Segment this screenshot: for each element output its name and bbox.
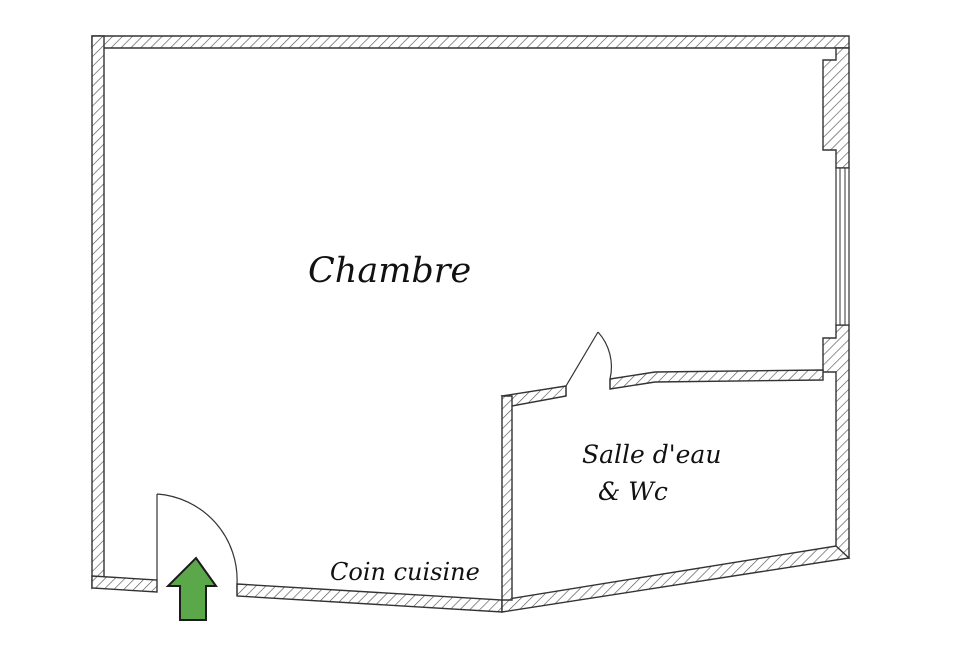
door-bathroom bbox=[565, 331, 613, 396]
wall-left bbox=[91, 35, 105, 590]
wall-right-lower bbox=[822, 324, 850, 559]
outer-walls bbox=[91, 35, 851, 613]
label-salle-deau: Salle d'eau bbox=[582, 440, 721, 469]
wall-bottom-middle bbox=[236, 583, 503, 613]
wall-bathroom-left bbox=[501, 395, 513, 601]
window bbox=[835, 167, 850, 326]
wall-bathroom-top-right bbox=[609, 369, 824, 390]
entrance-arrow-icon bbox=[165, 556, 218, 621]
door-entrance bbox=[156, 493, 238, 596]
label-chambre: Chambre bbox=[308, 251, 471, 291]
wall-bottom-left bbox=[91, 575, 158, 593]
wall-top bbox=[91, 35, 850, 49]
wall-right-upper bbox=[822, 47, 850, 169]
label-wc: & Wc bbox=[598, 477, 668, 506]
bathroom-partition bbox=[500, 369, 824, 601]
label-coin-cuisine: Coin cuisine bbox=[330, 558, 480, 586]
wall-bottom-right bbox=[501, 545, 851, 613]
